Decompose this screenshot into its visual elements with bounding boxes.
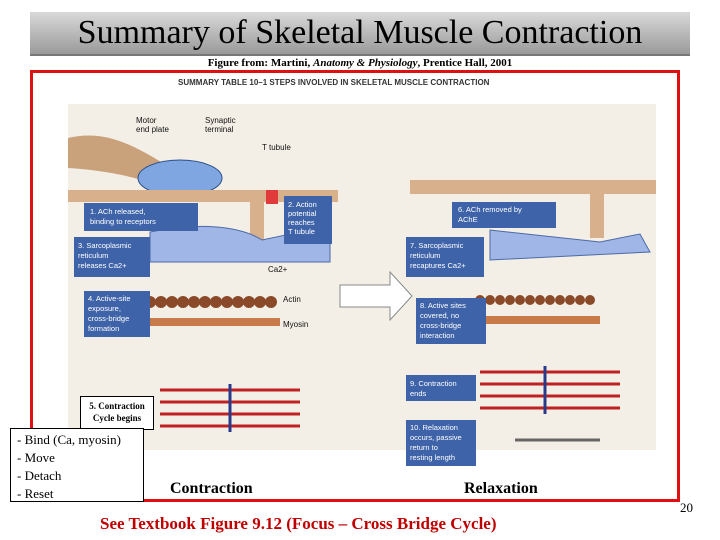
step1-line2: binding to receptors <box>90 217 156 226</box>
step10-line1: 10. Relaxation <box>410 423 458 432</box>
step3-line2: reticulum <box>78 251 108 260</box>
step4-line2: exposure, <box>88 304 121 313</box>
step4-line4: formation <box>88 324 119 333</box>
label-motor-end-plate-2: end plate <box>136 125 169 134</box>
step9-line1: 9. Contraction <box>410 379 457 388</box>
step8-line3: cross-bridge <box>420 321 461 330</box>
table-title: SUMMARY TABLE 10–1 STEPS INVOLVED IN SKE… <box>178 78 490 87</box>
credit-prefix: Figure from: Martini, <box>207 57 313 69</box>
figure-frame <box>30 70 680 502</box>
label-actin: Actin <box>283 295 301 304</box>
step2-line3: reaches <box>288 218 315 227</box>
cycle-step-reset: - Reset <box>17 486 54 501</box>
sarcomere-right <box>480 366 620 414</box>
step2-line4: T tubule <box>288 227 315 236</box>
title-bar: Summary of Skeletal Muscle Contraction <box>30 12 690 56</box>
figure-background <box>68 104 656 450</box>
step8-line4: interaction <box>420 331 455 340</box>
step5-box: 5. Contraction Cycle begins <box>80 396 154 430</box>
step6-line2: AChE <box>458 215 478 224</box>
step10-line4: resting length <box>410 453 455 462</box>
credit-book: Anatomy & Physiology <box>312 57 418 69</box>
cycle-step-bind: - Bind (Ca, myosin) <box>17 432 121 447</box>
step-boxes: 1. ACh released, binding to receptors 2.… <box>74 196 556 466</box>
credit-suffix: , Prentice Hall, 2001 <box>417 57 513 69</box>
slide-title: Summary of Skeletal Muscle Contraction <box>77 14 643 51</box>
step9-line2: ends <box>410 389 427 398</box>
cycle-step-detach: - Detach <box>17 468 62 483</box>
myosin-filament-right <box>480 316 600 324</box>
figure-credit: Figure from: Martini, Anatomy & Physiolo… <box>0 57 720 69</box>
step5-line1: 5. Contraction <box>89 401 145 411</box>
label-synaptic-2: terminal <box>205 125 234 134</box>
step7-line3: recaptures Ca2+ <box>410 261 466 270</box>
step2-line1: 2. Action <box>288 200 317 209</box>
page-number: 20 <box>680 500 693 515</box>
textbook-reference: See Textbook Figure 9.12 (Focus – Cross … <box>100 514 497 533</box>
step4-line1: 4. Active-site <box>88 294 131 303</box>
label-ca: Ca2+ <box>268 265 288 274</box>
label-myosin: Myosin <box>283 320 308 329</box>
label-synaptic-1: Synaptic <box>205 116 236 125</box>
membrane-right <box>410 180 656 194</box>
step7-line2: reticulum <box>410 251 440 260</box>
cycle-step-move: - Move <box>17 450 55 465</box>
step3-line1: 3. Sarcoplasmic <box>78 241 132 250</box>
step10-line3: return to <box>410 443 438 452</box>
step2-line2: potential <box>288 209 317 218</box>
step8-line1: 8. Active sites <box>420 301 466 310</box>
step10-line2: occurs, passive <box>410 433 462 442</box>
step7-line1: 7. Sarcoplasmic <box>410 241 464 250</box>
action-potential-marker <box>266 190 278 204</box>
step8-line2: covered, no <box>420 311 459 320</box>
step5-line2: Cycle begins <box>92 413 142 423</box>
contraction-to-relaxation-arrow <box>339 270 413 322</box>
myosin-filament-left <box>150 318 280 326</box>
label-motor-end-plate-1: Motor <box>136 116 157 125</box>
t-tubule-right <box>590 190 604 238</box>
step1-line1: 1. ACh released, <box>90 207 145 216</box>
step4-line3: cross-bridge <box>88 314 129 323</box>
contraction-label: Contraction <box>170 480 253 497</box>
label-t-tubule: T tubule <box>262 143 291 152</box>
actin-filament-right <box>475 295 595 305</box>
sr-right <box>489 229 651 261</box>
relaxation-label: Relaxation <box>464 480 538 497</box>
step6-line1: 6. ACh removed by <box>458 205 522 214</box>
step3-line3: releases Ca2+ <box>78 261 127 270</box>
cross-bridge-cycle-list: - Bind (Ca, myosin) - Move - Detach - Re… <box>10 428 144 502</box>
sarcomere-left <box>160 384 300 432</box>
